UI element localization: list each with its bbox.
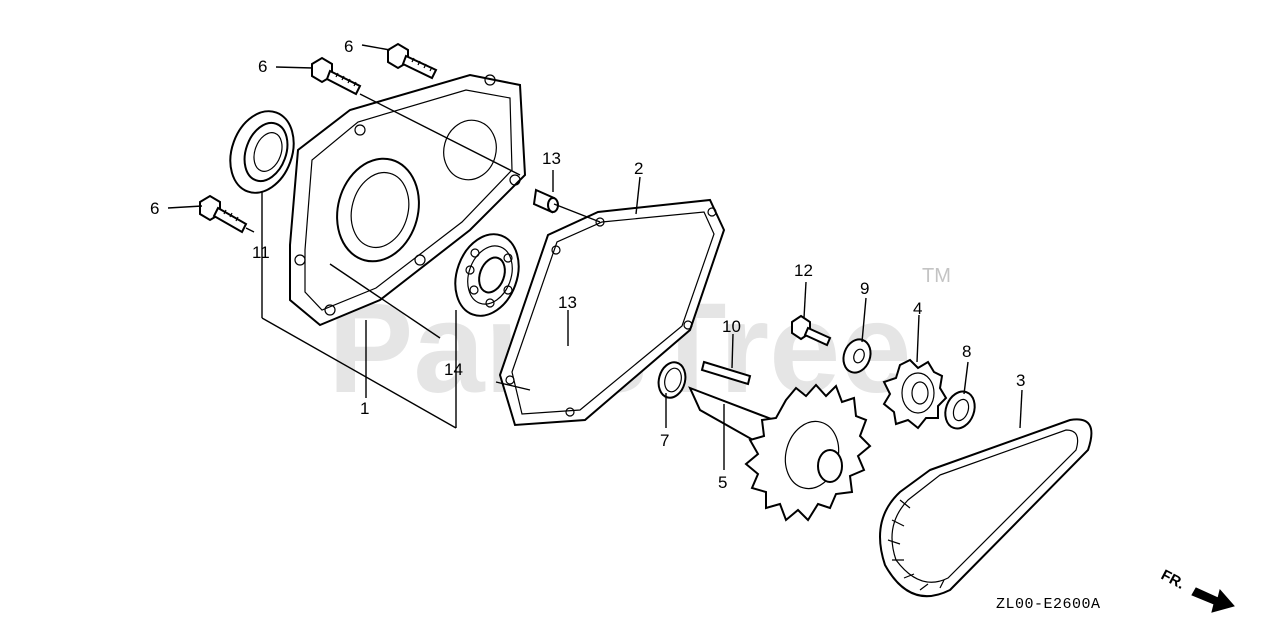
leader-lines [167, 44, 1023, 470]
callout-1: 1 [360, 399, 369, 418]
washer-7[interactable] [655, 359, 689, 401]
shaft-key[interactable] [700, 360, 752, 386]
oil-seal[interactable] [219, 102, 304, 201]
callout-7: 7 [660, 431, 669, 450]
callout-5: 5 [718, 473, 727, 492]
countershaft-sprocket[interactable] [688, 383, 872, 522]
callout-2: 2 [634, 159, 643, 178]
callout-13-lower: 13 [558, 293, 577, 312]
callout-14: 14 [444, 360, 463, 379]
callout-labels: 6 6 6 11 13 13 2 14 1 12 9 4 10 8 3 7 5 [150, 37, 1025, 492]
callout-6-left: 6 [150, 199, 159, 218]
drawing-code: ZL00-E2600A [996, 596, 1101, 613]
bolt-upper-left[interactable] [311, 56, 362, 96]
callout-4: 4 [913, 299, 922, 318]
ball-bearing[interactable] [444, 225, 529, 324]
trademark: TM [922, 265, 951, 287]
bolt-left[interactable] [199, 194, 248, 234]
callout-6-top: 6 [344, 37, 353, 56]
callout-10: 10 [722, 317, 741, 336]
callout-3: 3 [1016, 371, 1025, 390]
callout-8: 8 [962, 342, 971, 361]
front-arrow-icon [1191, 587, 1235, 613]
dowel-pin-upper[interactable] [532, 188, 559, 214]
callout-9: 9 [860, 279, 869, 298]
drive-sprocket[interactable] [882, 358, 948, 430]
callout-12: 12 [794, 261, 813, 280]
callout-13-upper: 13 [542, 149, 561, 168]
drive-chain[interactable] [879, 418, 1093, 598]
bolt-top[interactable] [387, 42, 438, 80]
bolt-12[interactable] [791, 314, 832, 347]
gear-case-cover[interactable] [289, 73, 527, 327]
front-label: FR. [1158, 567, 1187, 593]
callout-6-upper: 6 [258, 57, 267, 76]
washer-8[interactable] [940, 387, 979, 432]
front-direction-indicator: FR. [1158, 567, 1235, 613]
callout-11: 11 [252, 243, 270, 262]
gasket[interactable] [498, 198, 726, 427]
